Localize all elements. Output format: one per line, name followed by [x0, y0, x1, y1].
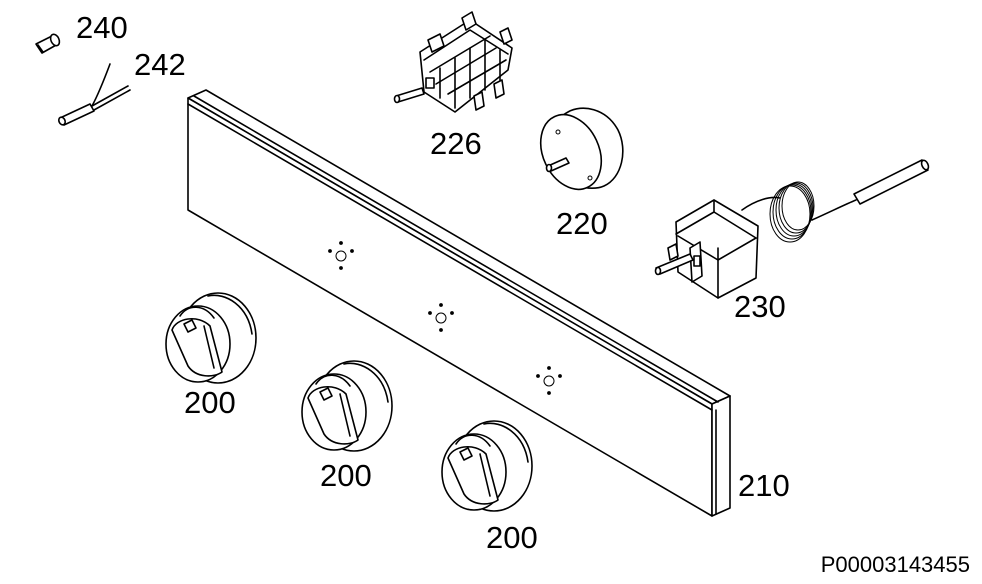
lamp-part: [35, 33, 61, 54]
panel-hole-pattern-3: [536, 366, 562, 395]
thermostat-knob-part: [539, 107, 624, 191]
knob-part-1: [165, 292, 257, 384]
knob-part-2: [301, 360, 393, 452]
thermostat-part: [654, 159, 930, 299]
control-panel-part: [187, 89, 731, 517]
label-240: 240: [76, 10, 128, 45]
label-200-third: 200: [486, 520, 538, 555]
label-200-first: 200: [184, 385, 236, 420]
label-230: 230: [734, 289, 786, 324]
knob-part-3: [441, 420, 533, 512]
label-200-second: 200: [320, 458, 372, 493]
wire-part: [57, 63, 131, 126]
panel-hole-pattern-2: [428, 303, 454, 332]
reference-code: P00003143455: [821, 552, 970, 577]
label-210: 210: [738, 468, 790, 503]
label-242: 242: [134, 47, 186, 82]
switch-part: [393, 11, 513, 113]
label-226: 226: [430, 126, 482, 161]
label-220: 220: [556, 206, 608, 241]
panel-hole-pattern-1: [328, 241, 354, 270]
